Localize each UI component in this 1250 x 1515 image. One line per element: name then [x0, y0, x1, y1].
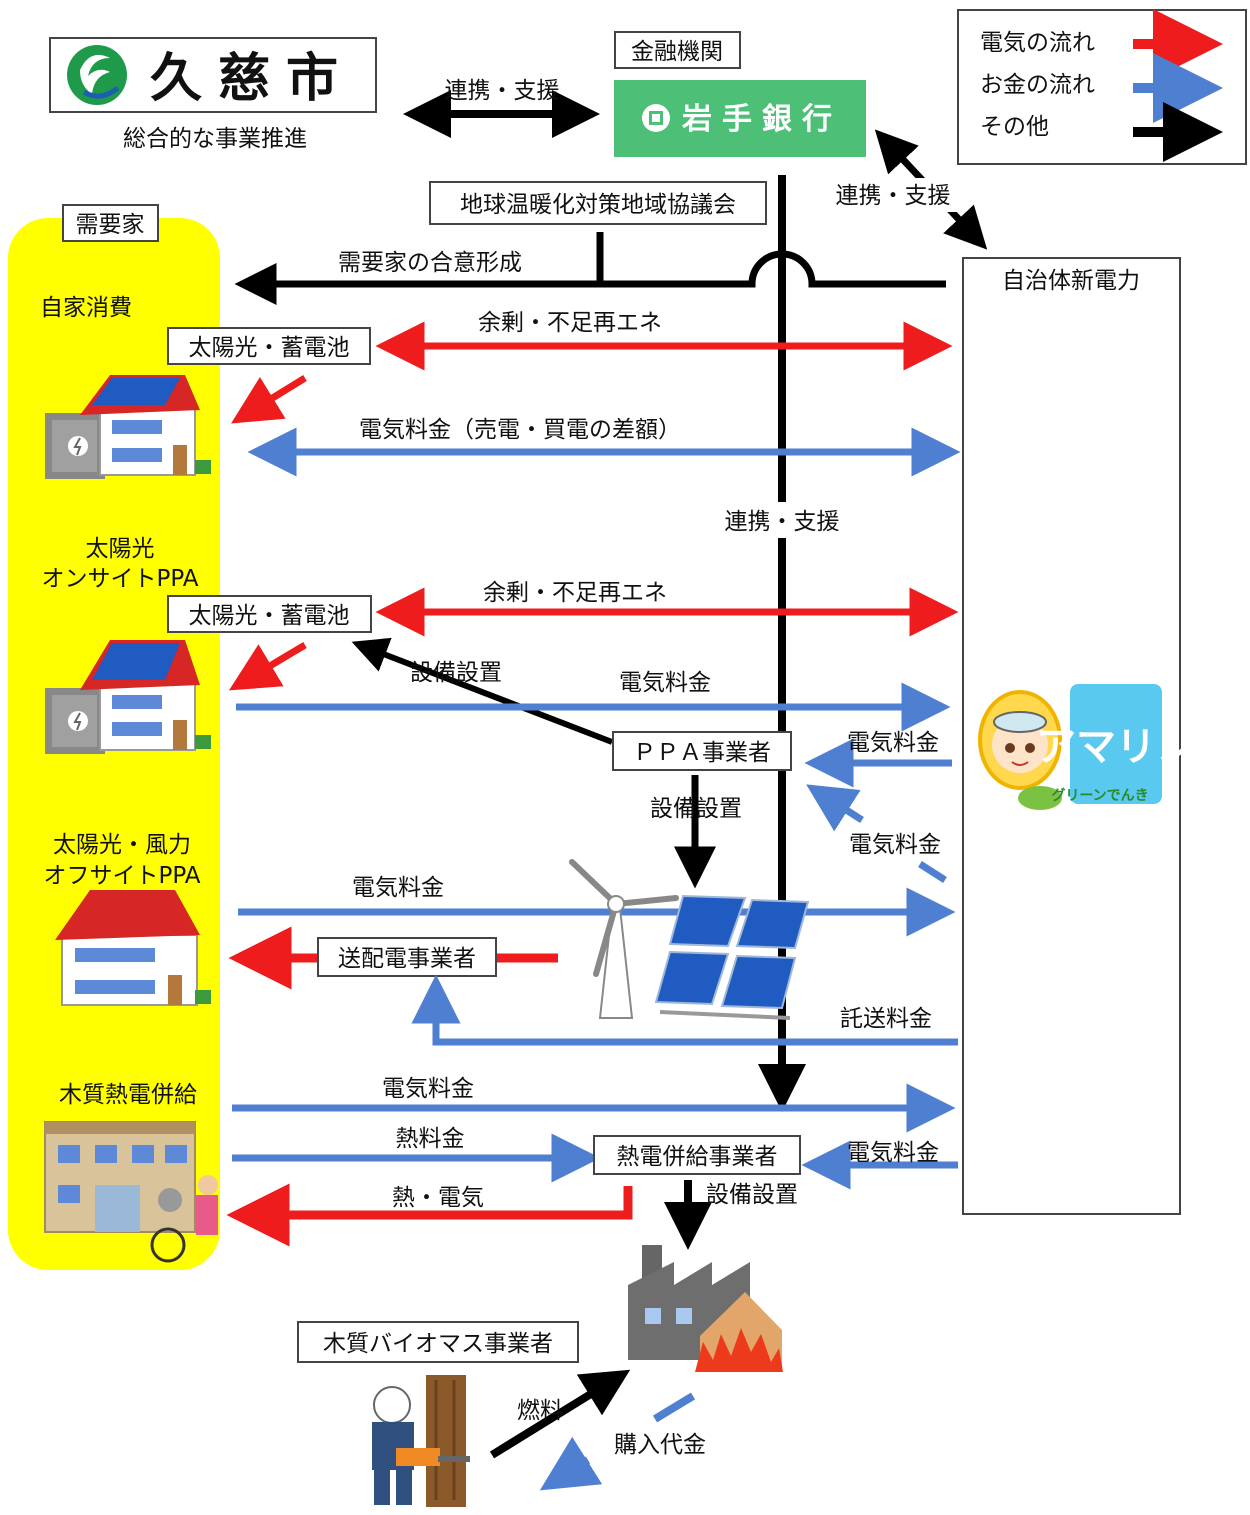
legend-electricity-label: 電気の流れ: [980, 30, 1095, 56]
heat-elec-label: 熱・電気: [392, 1185, 484, 1211]
city-name: 久慈市: [150, 49, 354, 109]
solar-to-house-arrow-2: [228, 641, 307, 691]
fuel-label: 燃料: [517, 1398, 563, 1424]
bank-category: 金融機関: [631, 39, 723, 65]
wood-elec-fee-label: 電気料金: [382, 1076, 474, 1102]
ppa-fee-label-1: 電気料金: [847, 730, 939, 756]
support-label: 連携・支援: [725, 509, 840, 535]
chp-elec-fee-label: 電気料金: [847, 1140, 939, 1166]
logger-icon: [372, 1375, 470, 1507]
ppa-equip-label-2: 設備設置: [650, 796, 742, 822]
ppa-fee-label-2: 電気料金: [849, 832, 941, 858]
mascot-sub: グリーンでんき: [1051, 787, 1148, 804]
utility-label: 自治体新電力: [1002, 268, 1140, 294]
onsite-fee-label: 電気料金: [619, 670, 711, 696]
ppa-operator-label: ＰＰＡ事業者: [633, 740, 771, 766]
mascot-name: アマリン: [1036, 724, 1196, 770]
bank-emblem-icon: [642, 104, 670, 132]
house-solar-icon-1: [45, 375, 211, 479]
bank-utility-label-bg: [823, 178, 963, 212]
chp-equip-label: 設備設置: [706, 1182, 798, 1208]
purchase-arrow: [539, 1436, 603, 1491]
legend-other-label: その他: [980, 114, 1049, 140]
offsite-fee-label: 電気料金: [352, 875, 444, 901]
solar-panel-array-icon: [654, 894, 810, 1020]
bank-name: 岩手銀行: [682, 102, 842, 137]
fee-diff-label: 電気料金（売電・買電の差額）: [359, 417, 681, 443]
solar-battery-label-1: 太陽光・蓄電池: [189, 335, 350, 361]
ppa-fee-arrow-2-tail: [918, 861, 947, 883]
section-self: 自家消費: [40, 295, 132, 321]
section-offsite-line1: 太陽光・風力: [53, 832, 191, 858]
council-box: [429, 181, 767, 225]
solar-battery-label-2: 太陽光・蓄電池: [189, 603, 350, 629]
purchase-label: 購入代金: [614, 1432, 706, 1458]
solar-to-house-arrow-1: [231, 375, 307, 424]
fuel-arrow: [489, 1369, 631, 1459]
section-offsite-line2: オフサイトPPA: [43, 863, 200, 889]
consumers-title-box: [62, 204, 159, 242]
grid-operator-label: 送配電事業者: [338, 946, 476, 972]
city-bank-label: 連携・支援: [445, 78, 560, 104]
section-onsite-line2: オンサイトPPA: [41, 566, 198, 592]
biomass-operator-label: 木質バイオマス事業者: [323, 1331, 553, 1357]
grid-operator-box: [317, 937, 497, 977]
biomass-plant-icon: [628, 1245, 783, 1372]
city-subtitle: 総合的な事業推進: [123, 126, 307, 152]
mascot-logo: アマリン グリーンでんき: [978, 684, 1196, 810]
solar-battery-box-2: [167, 595, 372, 633]
house-solar-icon-2: [45, 640, 211, 754]
care-facility-icon: [44, 1121, 218, 1263]
ppa-equip-arrow: [351, 637, 614, 745]
transmission-fee-arrow: [411, 974, 958, 1046]
biomass-operator-box: [297, 1321, 579, 1363]
bank-utility-label: 連携・支援: [836, 183, 951, 209]
purchase-arrow-tail: [652, 1392, 696, 1423]
transmission-fee-label: 託送料金: [840, 1006, 932, 1032]
surplus-label-2: 余剰・不足再エネ: [483, 580, 667, 606]
city-emblem-icon: [67, 45, 127, 105]
ppa-equip-label: 設備設置: [410, 660, 502, 686]
consensus-label: 需要家の合意形成: [338, 250, 522, 276]
consumers-title: 需要家: [76, 212, 145, 238]
heat-elec-arrow: [226, 1183, 633, 1247]
chp-operator-box: [593, 1135, 801, 1175]
section-onsite-line1: 太陽光: [86, 536, 155, 562]
surplus-label-1: 余剰・不足再エネ: [478, 310, 662, 336]
support-label-bg: [708, 502, 856, 538]
wind-turbine-icon: [569, 859, 679, 1019]
chp-operator-label: 熱電併給事業者: [617, 1144, 778, 1170]
bank-category-box: [614, 31, 741, 69]
legend-money-label: お金の流れ: [980, 72, 1095, 98]
ppa-operator-box: [612, 731, 792, 771]
section-wood: 木質熱電併給: [59, 1082, 197, 1108]
ppa-fee-arrow-2: [806, 784, 864, 832]
solar-battery-box-1: [167, 327, 371, 365]
heat-fee-label: 熱料金: [396, 1126, 465, 1152]
council-label: 地球温暖化対策地域協議会: [460, 192, 736, 218]
house-icon-3: [55, 890, 211, 1006]
